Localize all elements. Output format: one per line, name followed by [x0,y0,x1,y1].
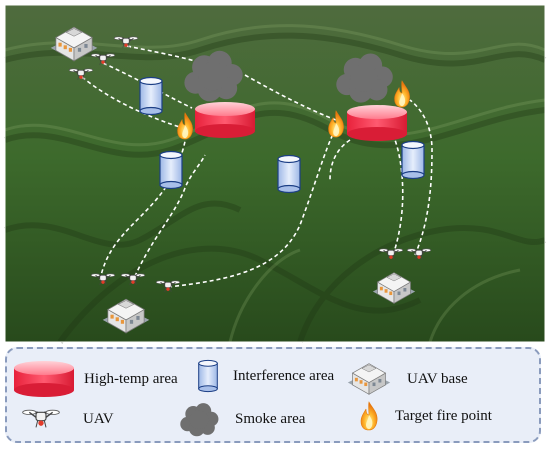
legend-item-fire: Target fire point [359,401,492,431]
flame-icon [359,401,379,431]
legend-label-smoke: Smoke area [235,410,306,427]
legend-item-high-temp: High-temp area [12,359,178,399]
legend-item-uav: UAV [21,405,114,433]
high-temp-cylinder-icon [347,105,407,141]
legend-label-high-temp: High-temp area [84,370,178,387]
interference-cylinder-icon [277,154,301,194]
legend-item-uav-base: UAV base [345,359,468,399]
interference-cylinder-icon [401,140,425,180]
legend-label-fire: Target fire point [395,407,492,424]
drone-icon [21,405,61,433]
legend-label-interference: Interference area [233,367,335,384]
legend-item-interference: Interference area [197,359,334,393]
interference-cylinder-icon [197,359,219,393]
scene-frame [4,4,546,343]
legend-item-smoke: Smoke area [177,401,305,437]
high-temp-cylinder-icon [195,102,255,138]
legend-label-uav-base: UAV base [407,370,468,387]
building-icon [345,359,393,399]
interference-cylinder-icon [139,76,163,116]
legend-label-uav: UAV [83,410,114,427]
ridge-highlights [4,24,546,343]
legend: High-temp area Interference area UAV bas… [5,347,541,443]
high-temp-cylinder-icon [12,359,76,399]
smoke-cloud-icon [177,401,221,437]
interference-cylinder-icon [159,150,183,190]
mountain-scene [3,4,547,344]
terrain-background [5,5,545,342]
